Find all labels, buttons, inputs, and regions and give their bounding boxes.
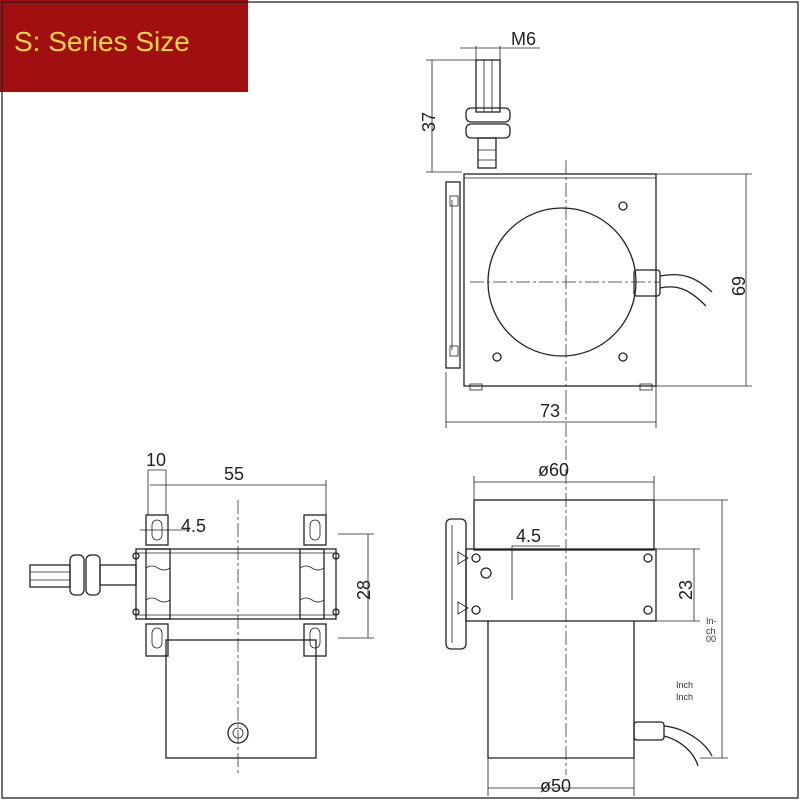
note-inch-1a: In-	[706, 616, 717, 626]
dim-4-5-left: 4.5	[181, 516, 206, 536]
dim-4-5-right: 4.5	[516, 526, 541, 546]
note-inch-1c: 00	[706, 634, 716, 644]
dim-73: 73	[540, 401, 560, 421]
left-bracket	[445, 181, 461, 369]
side-drum	[487, 621, 635, 759]
main-housing	[463, 173, 657, 387]
front-rod	[29, 564, 71, 588]
dim-10: 10	[146, 450, 166, 470]
dim-69: 69	[729, 276, 749, 296]
cable-gland	[633, 269, 661, 297]
front-view	[29, 469, 374, 775]
top-view	[426, 46, 752, 428]
dim-diameter-50: ø50	[540, 776, 571, 796]
side-bracket	[445, 518, 467, 650]
front-body	[135, 548, 337, 620]
front-drum	[165, 639, 317, 759]
dim-diameter-60: ø60	[538, 460, 569, 480]
nut-upper	[465, 107, 511, 123]
dim-37: 37	[419, 112, 439, 132]
threaded-rod	[475, 59, 501, 113]
dim-28: 28	[354, 580, 374, 600]
series-size-banner: S: Series Size	[0, 0, 248, 92]
dim-23: 23	[676, 580, 696, 600]
dim-55: 55	[224, 464, 244, 484]
side-plate	[465, 548, 657, 622]
side-view	[445, 470, 728, 796]
note-inch-3: Inch	[676, 692, 693, 702]
nut-lower	[465, 123, 511, 139]
note-inch-1b: ch	[706, 626, 716, 636]
dim-m6: M6	[511, 29, 536, 49]
note-inch-2: Inch	[676, 680, 693, 690]
banner-title: S: Series Size	[14, 26, 190, 57]
